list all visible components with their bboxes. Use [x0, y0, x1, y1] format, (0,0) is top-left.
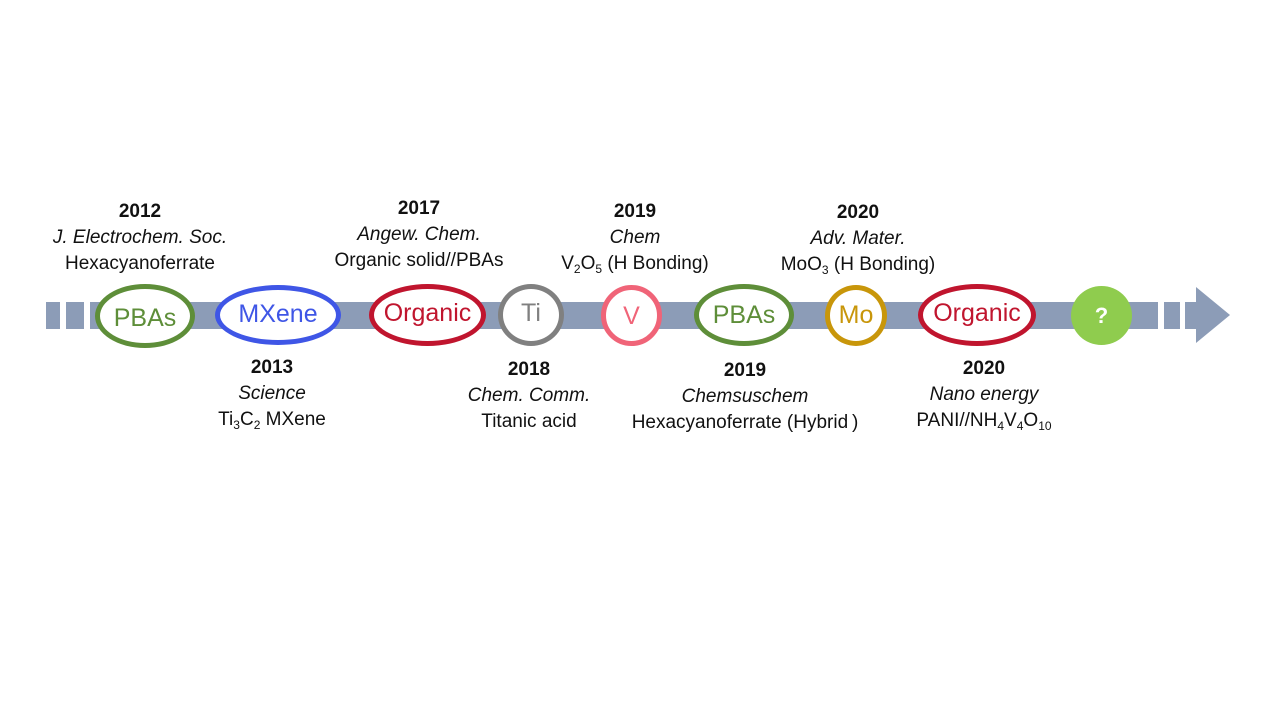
event-material: Hexacyanoferrate (Hybrid ) [631, 412, 859, 433]
timeline-arrow-head [1196, 287, 1230, 343]
event-journal: Chem [609, 227, 661, 248]
event-year: 2018 [507, 359, 551, 380]
node-pbas-2012: PBAs [95, 284, 195, 348]
event-2012: 2012 J. Electrochem. Soc. Hexacyanoferra… [40, 199, 240, 277]
event-2019-chemsuschem: 2019 Chemsuschem Hexacyanoferrate (Hybri… [605, 358, 885, 436]
event-material: Organic solid//PBAs [334, 250, 504, 271]
event-year: 2020 [836, 202, 880, 223]
event-2020-adv-mater: 2020 Adv. Mater. MoO3 (H Bonding) [758, 200, 958, 278]
node-future-question: ? [1071, 286, 1132, 345]
timeline-bar-dash [1185, 302, 1197, 329]
event-year: 2013 [250, 357, 294, 378]
event-journal: Science [238, 383, 306, 404]
node-ti: Ti [498, 284, 564, 346]
event-2017: 2017 Angew. Chem. Organic solid//PBAs [319, 196, 519, 274]
event-year: 2019 [613, 201, 657, 222]
event-2018: 2018 Chem. Comm. Titanic acid [429, 357, 629, 435]
event-year: 2019 [723, 360, 767, 381]
node-label: Organic [933, 298, 1021, 327]
timeline-bar-dash [1164, 302, 1180, 329]
event-journal: Adv. Mater. [810, 228, 906, 249]
event-journal: Chem. Comm. [467, 385, 591, 406]
node-v: V [601, 285, 662, 346]
node-label: Organic [383, 298, 472, 327]
event-journal: Angew. Chem. [357, 224, 481, 245]
node-label: PBAs [712, 300, 776, 329]
event-material: MoO3 (H Bonding) [780, 254, 936, 277]
node-label: V [623, 302, 640, 330]
node-organic-2017: Organic [369, 284, 486, 346]
node-pbas-2019: PBAs [694, 284, 794, 346]
event-year: 2020 [962, 358, 1006, 379]
node-mo: Mo [825, 285, 887, 346]
event-material: Hexacyanoferrate [65, 253, 215, 274]
event-2013: 2013 Science Ti3C2 MXene [172, 355, 372, 433]
event-journal: Nano energy [929, 384, 1039, 405]
event-material: PANI//NH4V4O10 [916, 410, 1052, 433]
node-label: Ti [521, 298, 541, 327]
event-material: Titanic acid [481, 411, 577, 432]
event-year: 2017 [397, 198, 441, 219]
node-organic-2020: Organic [918, 284, 1036, 346]
node-label: Mo [838, 301, 874, 329]
question-mark: ? [1094, 302, 1109, 328]
event-2019-chem: 2019 Chem V2O5 (H Bonding) [535, 199, 735, 277]
timeline-bar-dash [46, 302, 60, 329]
timeline-bar-dash [66, 302, 84, 329]
event-journal: J. Electrochem. Soc. [52, 227, 228, 248]
event-material: Ti3C2 MXene [218, 409, 326, 432]
event-material: V2O5 (H Bonding) [561, 253, 709, 276]
node-label: MXene [238, 299, 318, 328]
event-2020-nano-energy: 2020 Nano energy PANI//NH4V4O10 [874, 356, 1094, 434]
node-mxene: MXene [215, 285, 341, 345]
event-year: 2012 [118, 201, 162, 222]
node-label: PBAs [113, 303, 177, 332]
event-journal: Chemsuschem [681, 386, 809, 407]
